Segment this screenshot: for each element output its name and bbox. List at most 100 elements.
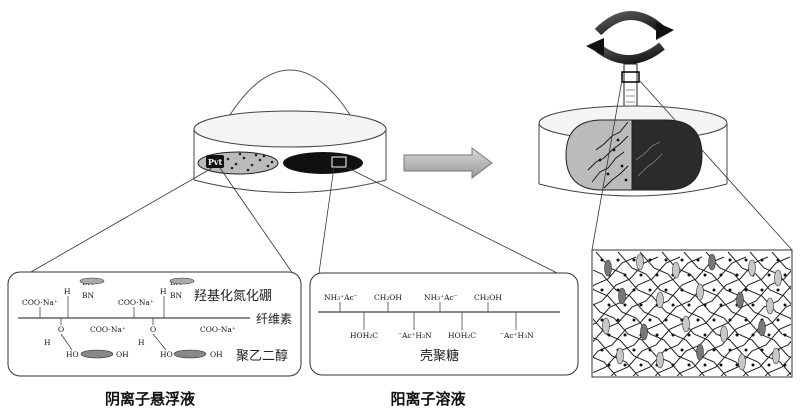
network-node	[639, 273, 643, 277]
bn-flake-1	[79, 277, 105, 285]
cation-structure-box: NH₃⁺Ac⁻ CH₂OH NH₃⁺Ac⁻ CH₂OH HOH₂C ⁻Ac⁺H₃…	[309, 272, 579, 376]
network-node	[735, 273, 739, 277]
network-chain	[593, 256, 725, 358]
network-node	[632, 258, 636, 262]
network-chain	[632, 256, 791, 376]
network-node	[728, 288, 732, 292]
network-node	[696, 318, 700, 322]
network-chain	[698, 304, 791, 376]
network-filler-oval	[766, 297, 774, 315]
network-filler-oval	[656, 291, 664, 309]
coo-na-3: COO-Na⁺	[90, 325, 126, 334]
network-node	[600, 288, 604, 292]
network-node	[671, 333, 675, 337]
network-node	[703, 363, 707, 367]
network-node	[744, 318, 748, 322]
network-node	[703, 273, 707, 277]
network-node	[687, 363, 691, 367]
h-3: H	[44, 338, 51, 347]
network-filler-oval	[636, 253, 644, 271]
network-chain	[727, 251, 791, 305]
network-node	[616, 318, 620, 322]
network-filler-oval	[736, 291, 744, 309]
network-node	[648, 318, 652, 322]
network-node	[751, 333, 755, 337]
network-filler-oval	[772, 347, 780, 365]
o-2: O	[150, 325, 156, 334]
network-node	[607, 363, 611, 367]
nh3-ac-2: NH₃⁺Ac⁻	[424, 293, 458, 302]
network-node	[623, 363, 627, 367]
network-node	[616, 288, 620, 292]
network-filler-oval	[748, 259, 756, 277]
network-node	[607, 333, 611, 337]
label-peg: 聚乙二醇	[236, 348, 288, 364]
network-node	[632, 348, 636, 352]
network-node	[671, 363, 675, 367]
network-chain	[720, 323, 791, 376]
network-node	[712, 318, 716, 322]
network-node	[776, 258, 780, 262]
network-chain	[593, 256, 637, 287]
network-chain	[742, 340, 791, 376]
bn-2: BN	[82, 291, 95, 300]
mixed-capsule-dark	[631, 119, 703, 191]
ch2oh-2: CH₂OH	[474, 293, 502, 302]
network-node	[783, 273, 787, 277]
network-node	[632, 288, 636, 292]
network-node	[632, 318, 636, 322]
hoh2c-2: HOH₂C	[448, 331, 476, 340]
network-chain	[593, 288, 705, 376]
network-node	[687, 273, 691, 277]
network-node	[664, 288, 668, 292]
h-2: H	[160, 287, 167, 296]
network-chain	[593, 256, 703, 343]
network-box	[591, 249, 793, 378]
network-chain	[593, 256, 681, 325]
network-filler-oval	[602, 317, 610, 335]
network-node	[783, 303, 787, 307]
network-chain	[593, 256, 747, 374]
network-chain	[593, 256, 659, 306]
network-filler-oval	[738, 353, 746, 371]
network-node	[655, 273, 659, 277]
network-node	[783, 333, 787, 337]
caption-cation: 阳离子溶液	[390, 390, 466, 408]
network-node	[744, 288, 748, 292]
network-node	[760, 258, 764, 262]
nh3-ac-1: NH₃⁺Ac⁻	[324, 293, 358, 302]
network-chain	[593, 337, 639, 376]
peg-oval-1	[80, 349, 114, 359]
right-beaker	[538, 11, 728, 197]
network-node	[735, 333, 739, 337]
network-node	[719, 273, 723, 277]
network-filler-oval	[774, 269, 782, 287]
network-filler-oval	[640, 323, 648, 341]
coo-na-2: COO-Na⁺	[118, 298, 154, 307]
network-node	[648, 288, 652, 292]
ac-h3n-1: ⁻Ac⁺H₃N	[398, 331, 432, 340]
network-node	[655, 333, 659, 337]
anion-particles	[226, 152, 274, 172]
oh-2: OH	[210, 350, 223, 359]
network-filler-oval	[616, 347, 624, 365]
network-node	[767, 333, 771, 337]
beaker-top	[193, 110, 387, 148]
network-node	[687, 333, 691, 337]
ho-1: HO	[66, 350, 79, 359]
network-chain	[705, 251, 791, 320]
rotation-arrow-bottom	[595, 42, 665, 64]
network-chain	[676, 285, 791, 376]
network-node	[712, 288, 716, 292]
network-node	[600, 258, 604, 262]
zoom-lines-left	[9, 166, 576, 285]
network-node	[607, 303, 611, 307]
label-hydroxylated-bn: 羟基化氮化硼	[194, 289, 272, 304]
rotation-arrow-top	[594, 11, 666, 36]
network-chain	[654, 270, 791, 376]
hoh2c-1: HOH₂C	[350, 331, 378, 340]
network-node	[600, 348, 604, 352]
network-filler-oval	[672, 261, 680, 279]
network-chain	[764, 355, 791, 376]
